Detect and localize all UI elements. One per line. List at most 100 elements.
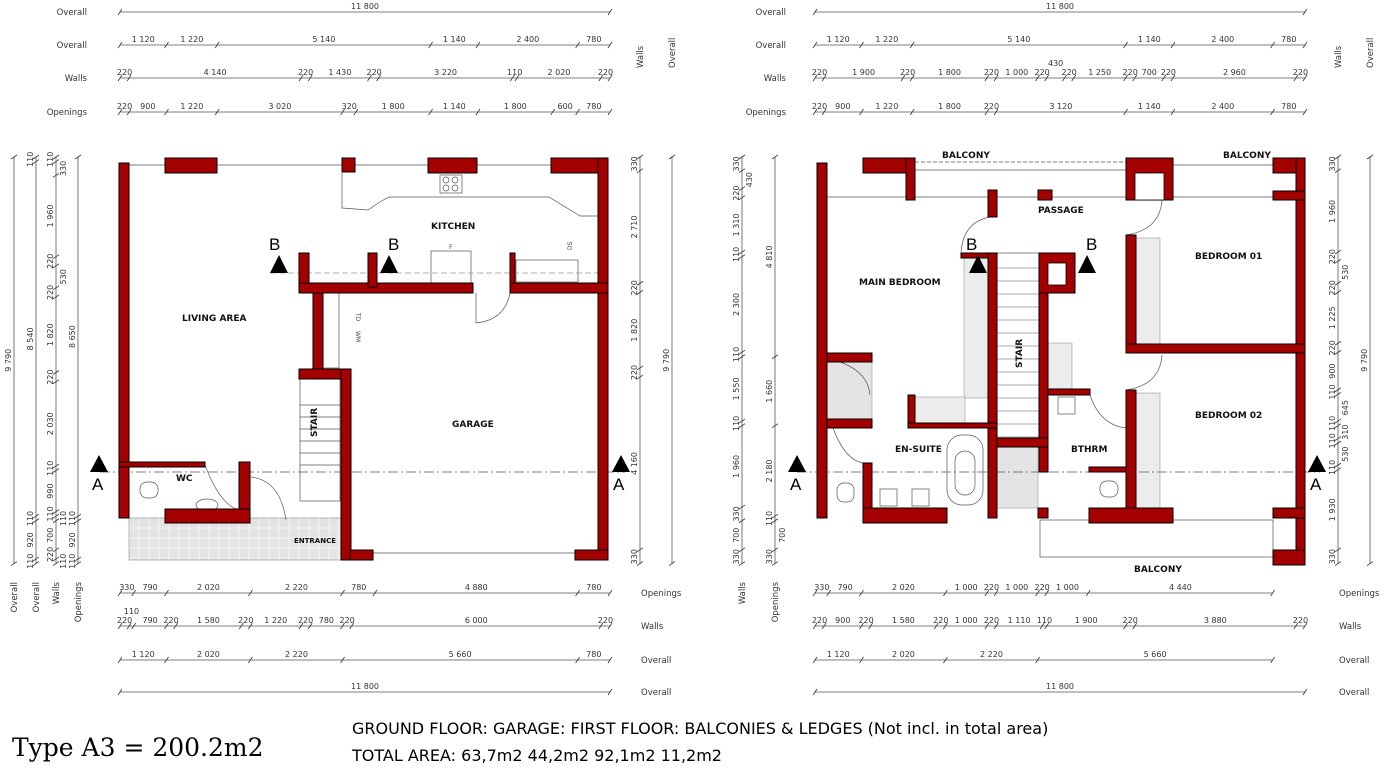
dimension-value: 310 [1341, 424, 1350, 439]
dimension-tick [738, 354, 746, 360]
dimension-value: 220 [366, 68, 381, 77]
dimension-tick [1270, 41, 1275, 49]
dimension-tick [52, 379, 60, 384]
room-label-bathroom: BTHRM [1071, 445, 1107, 455]
dimension-value: 9 790 [4, 349, 13, 372]
dimension-value: 700 [46, 528, 55, 543]
dimension-tick [32, 154, 40, 160]
dimension-value: 8 650 [68, 325, 77, 348]
room-label-stair: STAIR [1015, 339, 1025, 368]
dimension-value: 220 [984, 68, 999, 77]
dimension-value: 1 580 [892, 616, 915, 625]
dimension-tick [117, 8, 123, 16]
dimension-tick [173, 622, 178, 630]
dimension-tick [164, 108, 169, 116]
wall [1037, 507, 1049, 519]
dimension-value: 220 [1328, 249, 1337, 264]
dimension-value: 1 120 [827, 35, 850, 44]
dimension-tick [52, 561, 60, 566]
dimension-label: Overall [641, 656, 671, 666]
dimension-tick [340, 589, 345, 597]
dimension-tick [349, 622, 355, 630]
dimension-tick [428, 41, 433, 49]
dimension-tick [636, 365, 644, 371]
dimension-tick [859, 589, 864, 597]
dimension-tick [32, 561, 40, 566]
dimension-tick [1270, 108, 1275, 116]
room-label-bedroom-01: BEDROOM 01 [1195, 252, 1262, 262]
wardrobe [1047, 342, 1073, 390]
dimension-value: 1 900 [1075, 616, 1098, 625]
dimension-value: 2 020 [547, 68, 570, 77]
dimension-label: Walls [1334, 45, 1344, 68]
dimension-tick [372, 589, 378, 597]
dimension-value: 220 [1293, 68, 1308, 77]
dimension-value: 1 800 [938, 102, 961, 111]
dimension-tick [771, 154, 779, 160]
dimension-tick [1302, 622, 1308, 630]
dimension-tick [52, 513, 60, 519]
dimension-tick [909, 41, 915, 49]
dimension-value: 330 [732, 156, 741, 171]
wall [509, 282, 609, 294]
wall [298, 282, 474, 294]
dimension-label: Overall [32, 582, 42, 612]
wall [1038, 292, 1049, 473]
dimension-value: 11 800 [351, 2, 379, 11]
wall [1295, 157, 1306, 566]
dimension-tick [607, 622, 613, 630]
dimension-tick [1044, 589, 1050, 597]
dimension-tick [933, 622, 939, 630]
dimension-tick [1334, 340, 1342, 346]
dimension-tick [10, 154, 18, 160]
dimension-label: Overall [756, 41, 786, 51]
dimension-value: 3 220 [434, 68, 457, 77]
dimension-tick [367, 74, 372, 82]
wall [1125, 389, 1137, 511]
wall [1047, 388, 1091, 396]
dimension-value: 780 [1281, 102, 1296, 111]
dimension-tick [52, 285, 60, 291]
dimension-tick [164, 41, 169, 49]
dimension-value: 220 [46, 285, 55, 300]
dimension-tick [74, 556, 82, 562]
dimension-value: 4 140 [204, 68, 227, 77]
dimension-tick [636, 168, 644, 174]
dimension-value: 645 [1341, 400, 1350, 415]
room-label-balcony: BALCONY [1134, 565, 1182, 575]
dimension-value: 780 [586, 102, 601, 111]
dimension-value: 1 900 [852, 68, 875, 77]
dimension-tick [738, 423, 746, 429]
dimension-label: Overall [756, 8, 786, 18]
dimension-label: Openings [47, 108, 88, 118]
dimension-tick [984, 74, 990, 82]
section-mark-a-left: A [92, 475, 104, 494]
dimension-value: 220 [598, 68, 613, 77]
dimension-tick [1035, 589, 1040, 597]
dimension-tick [738, 195, 746, 201]
section-mark-b-left: B [269, 235, 280, 254]
dimension-value: 110 [46, 152, 55, 167]
dimension-value: 2 020 [892, 583, 915, 592]
dimension-tick [74, 561, 82, 566]
dimension-tick [52, 370, 60, 375]
dimension-tick [821, 622, 827, 630]
dimension-value: 2 180 [765, 459, 774, 482]
dimension-tick [1334, 280, 1342, 286]
dimension-tick [900, 74, 906, 82]
dimension-tick [214, 108, 220, 116]
dimension-value: 220 [117, 68, 132, 77]
dimension-value: 110 [1037, 616, 1052, 625]
dimension-value: 110 [1328, 433, 1337, 448]
dimension-tick [668, 154, 676, 160]
room-label-main-bedroom: MAIN BEDROOM [859, 278, 941, 288]
dimension-value: 110 [46, 506, 55, 521]
dimension-value: 700 [778, 528, 787, 543]
dimension-label: Walls [738, 581, 748, 604]
